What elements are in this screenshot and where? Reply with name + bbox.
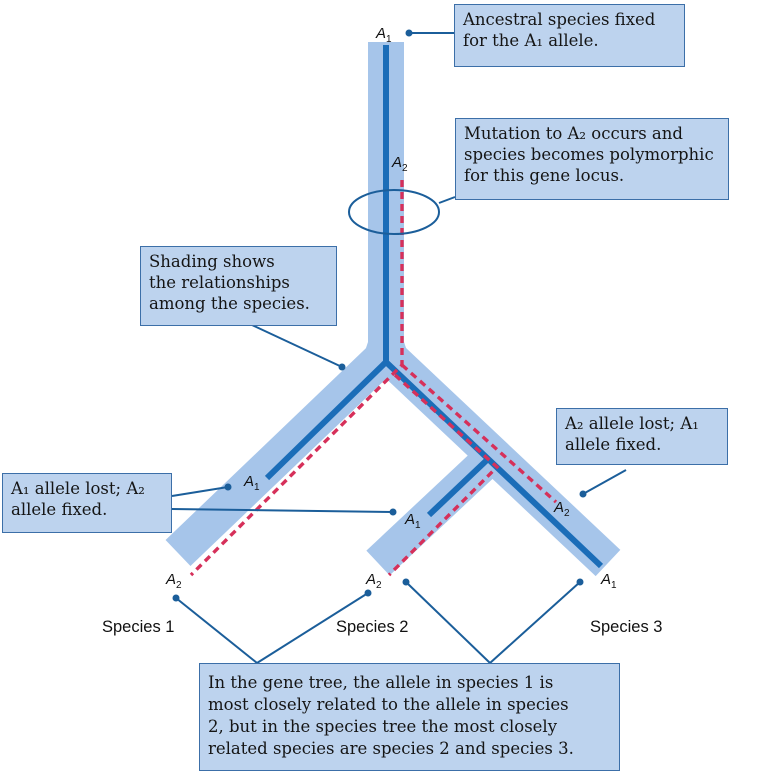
callout-a2-lost-line-1: A₂ allele lost; A₁ — [565, 414, 699, 433]
callout-gene-tree-line-3: 2, but in the species tree the most clos… — [208, 717, 558, 736]
callout-a1-lost: A₁ allele lost; A₂ allele fixed. — [2, 473, 172, 533]
callout-shading-line-3: among the species. — [149, 294, 310, 313]
species-3-label: Species 3 — [590, 618, 662, 636]
allele-label-mutation: A2 — [391, 154, 408, 174]
leader-shading — [251, 324, 343, 368]
callout-mutation: Mutation to A₂ occurs and species become… — [455, 118, 729, 200]
allele-label-sp3-tip: A1 — [600, 571, 617, 591]
gene-tree-a2-lineage — [189, 180, 558, 577]
allele-label-sp1-branch: A1 — [243, 473, 260, 493]
dot-gene-sp2b — [402, 578, 410, 586]
leader-a1-lost-sp2 — [171, 508, 394, 513]
callout-shading-line-2: the relationships — [149, 273, 290, 292]
callout-shading-line-1: Shading shows — [149, 252, 275, 271]
callout-ancestral: Ancestral species fixed for the A₁ allel… — [454, 4, 685, 67]
gene-tree-a1-lineage — [264, 45, 604, 569]
callout-ancestral-line-1: Ancestral species fixed — [463, 10, 656, 29]
allele-label-sp2-tip: A2 — [365, 571, 382, 591]
callout-a1-lost-line-1: A₁ allele lost; A₂ — [11, 479, 145, 498]
leader-lines — [171, 32, 627, 664]
a2-right-branch — [400, 363, 558, 504]
species-2-label: Species 2 — [336, 618, 408, 636]
allele-label-sp2-branch: A1 — [404, 511, 421, 531]
allele-label-sp3-branch: A2 — [553, 499, 570, 519]
callout-a2-lost: A₂ allele lost; A₁ allele fixed. — [556, 408, 728, 465]
callout-mutation-line-2: species becomes polymorphic — [464, 145, 714, 164]
leader-gene-sp2b — [405, 581, 491, 664]
dot-gene-sp3 — [576, 578, 584, 586]
dot-a1-lost-sp2 — [389, 508, 397, 516]
callout-a1-lost-line-2: allele fixed. — [11, 500, 108, 519]
callout-a2-lost-line-2: allele fixed. — [565, 435, 662, 454]
callout-gene-tree-line-1: In the gene tree, the allele in species … — [208, 673, 554, 692]
callout-gene-tree: In the gene tree, the allele in species … — [199, 663, 620, 771]
allele-label-top: A1 — [375, 25, 392, 45]
species-1-label: Species 1 — [102, 618, 174, 636]
allele-label-sp1-tip: A2 — [165, 571, 182, 591]
dot-a1-lost-sp1 — [224, 483, 232, 491]
dot-gene-sp2 — [364, 589, 372, 597]
a1-species1-branch — [264, 359, 389, 481]
right-band — [371, 338, 621, 577]
callout-ancestral-line-2: for the A₁ allele. — [463, 31, 599, 50]
a1-species2-branch — [426, 456, 491, 518]
dot-shading — [338, 363, 346, 371]
dot-gene-sp1 — [172, 594, 180, 602]
leader-mutation — [438, 196, 456, 204]
species1-band — [165, 338, 401, 567]
leader-dots — [172, 29, 587, 602]
callout-gene-tree-line-2: most closely related to the allele in sp… — [208, 695, 569, 714]
callout-mutation-line-1: Mutation to A₂ occurs and — [464, 124, 683, 143]
polymorphism-ellipse — [348, 189, 440, 235]
dot-a2-lost — [579, 490, 587, 498]
leader-gene-sp1 — [175, 597, 258, 664]
callout-shading: Shading shows the relationships among th… — [140, 246, 337, 326]
leader-a1-lost-sp1 — [171, 486, 229, 497]
leader-gene-sp2 — [256, 592, 369, 664]
leader-gene-sp3 — [489, 581, 581, 664]
leader-a2-lost — [582, 469, 627, 495]
dot-ancestral — [405, 29, 413, 37]
callout-gene-tree-line-4: related species are species 2 and specie… — [208, 739, 574, 758]
callout-mutation-line-3: for this gene locus. — [464, 166, 625, 185]
a2-species2-path — [387, 373, 500, 577]
